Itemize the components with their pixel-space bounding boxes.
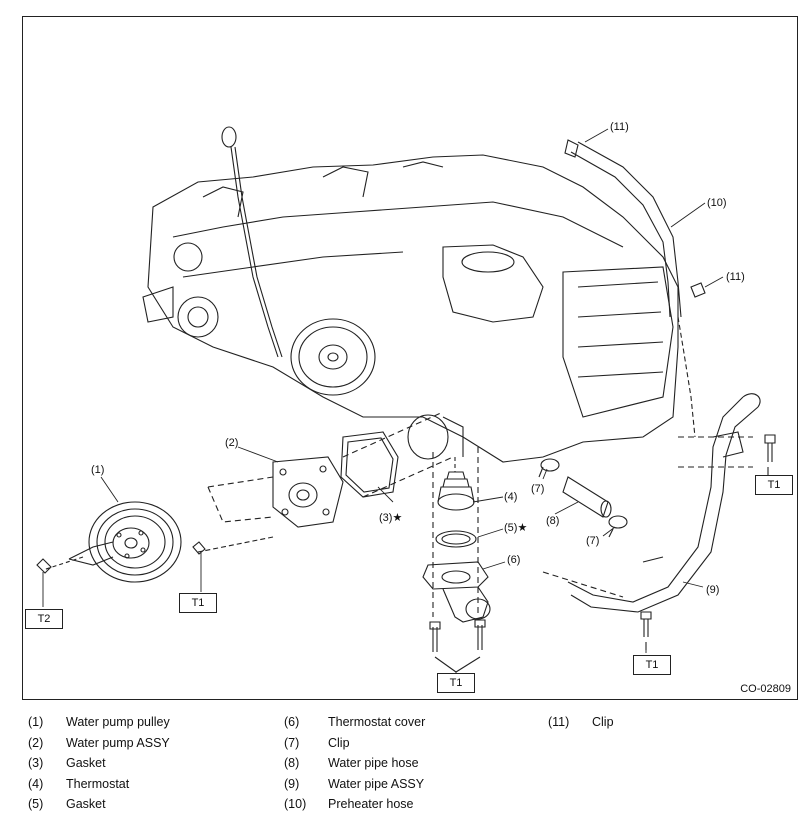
leader-lines [42, 128, 772, 675]
gasket-5 [435, 530, 477, 548]
water-pump-assy [192, 456, 344, 555]
bolt-t1-right [764, 434, 776, 475]
legend-label: Clip [328, 735, 350, 750]
legend-number: (10) [284, 797, 307, 811]
legend-label: Thermostat [66, 776, 130, 791]
water-pipe-assy [542, 393, 761, 613]
legend-label: Gasket [66, 756, 106, 770]
clip-7-upper [538, 458, 560, 478]
callout-8: (8) [546, 515, 560, 527]
legend-label: Water pump pulley [66, 715, 170, 729]
parts-legend: (1)Water pump pulley (2)Water pump ASSY … [22, 712, 798, 820]
legend-item: (11) Clip [548, 712, 614, 733]
legend-number: (11) [548, 715, 570, 729]
legend-item: (2) Water pump ASSY [28, 733, 170, 754]
callout-7-lower: (7) [586, 535, 600, 547]
legend-column-3: (11) Clip [548, 712, 614, 733]
dipstick [221, 126, 283, 358]
legend-label: Clip [592, 715, 614, 729]
water-pump-pulley [36, 501, 182, 583]
star-mark: ★ [392, 512, 403, 524]
bolts-t1-center [429, 447, 486, 673]
figure-code: CO-02809 [740, 683, 791, 695]
legend-number: (1) [28, 715, 44, 729]
legend-label: Water pipe ASSY [328, 776, 425, 791]
torque-label-t2: T2 [25, 609, 63, 629]
legend-item: (7) Clip [284, 733, 425, 754]
bolt-t1-lower-right [640, 611, 652, 650]
crank-pulley [290, 318, 376, 396]
legend-column-1: (1)Water pump pulley (2)Water pump ASSY … [28, 712, 170, 815]
legend-number: (7) [284, 735, 300, 750]
callout-3: (3)★ [379, 512, 402, 524]
callout-11-lower: (11) [726, 271, 745, 283]
legend-label: Thermostat cover [328, 715, 426, 729]
callout-2: (2) [225, 437, 239, 449]
callout-7-upper: (7) [531, 483, 545, 495]
callout-11-upper: (11) [610, 121, 629, 133]
legend-item: (6) Thermostat cover [284, 712, 425, 733]
callout-4: (4) [504, 491, 518, 503]
legend-item: (5) Gasket [28, 794, 170, 815]
legend-number: (5) [28, 797, 44, 811]
gasket-3 [340, 411, 454, 498]
torque-label-t1-lower-right: T1 [633, 655, 671, 675]
callout-5-number: (5) [504, 522, 518, 534]
legend-item: (8) Water pipe hose [284, 753, 425, 774]
torque-label-t1-left: T1 [179, 593, 217, 613]
legend-label: Water pipe hose [328, 756, 419, 770]
legend-item: (1) Water pump pulley [28, 712, 170, 733]
legend-item: (4) Thermostat [28, 774, 170, 795]
legend-label: Water pump ASSY [66, 735, 170, 750]
callout-5: (5)★ [504, 522, 527, 534]
preheater-hose [564, 139, 753, 468]
line-art [36, 126, 776, 675]
thermostat-housing [407, 414, 464, 472]
legend-item: (9) Water pipe ASSY [284, 774, 425, 795]
callout-6: (6) [507, 554, 521, 566]
legend-number: (2) [28, 735, 44, 750]
legend-number: (4) [28, 776, 44, 791]
torque-label-t1-right: T1 [755, 475, 793, 495]
exploded-diagram: (1) (2) (3)★ (4) (5)★ (6) (7) (7) (8) (9… [22, 16, 798, 700]
legend-item: (10) Preheater hose [284, 794, 425, 815]
callout-1: (1) [91, 464, 105, 476]
legend-column-2: (6) Thermostat cover (7) Clip (8) Water pip… [284, 712, 425, 815]
engine-block [142, 154, 679, 463]
callout-10: (10) [707, 197, 727, 209]
legend-number: (3) [28, 756, 44, 770]
torque-label-t1-center: T1 [437, 673, 475, 693]
thermostat [437, 471, 475, 511]
legend-number: (9) [284, 776, 300, 791]
legend-number: (8) [284, 756, 300, 770]
legend-label: Preheater hose [328, 797, 414, 811]
callout-9: (9) [706, 584, 720, 596]
water-pipe-hose [562, 476, 612, 518]
star-mark: ★ [517, 522, 528, 534]
legend-item: (3) Gasket [28, 753, 170, 774]
callout-3-number: (3) [379, 512, 393, 524]
legend-number: (6) [284, 715, 300, 729]
clip-7-lower [608, 515, 628, 538]
legend-label: Gasket [66, 797, 106, 811]
